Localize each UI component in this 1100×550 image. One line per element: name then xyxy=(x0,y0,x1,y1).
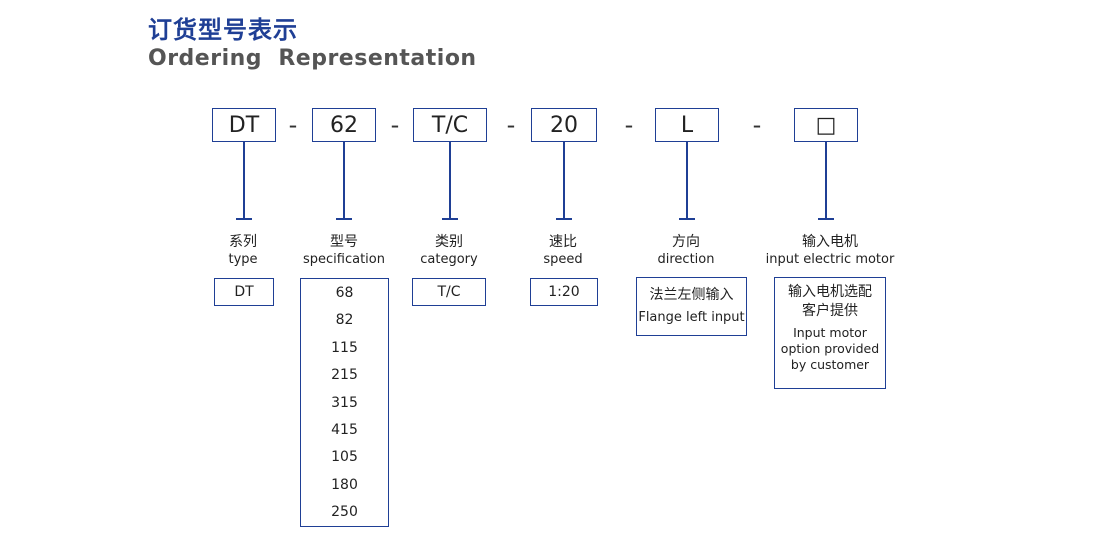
code-separator: - xyxy=(390,111,400,139)
field-label-en: input electric motor xyxy=(765,252,895,267)
code-box-category: T/C xyxy=(413,108,487,142)
field-label-cn: 型号 xyxy=(330,234,358,250)
code-separator: - xyxy=(624,111,634,139)
field-label-type: 系列 type xyxy=(203,233,283,269)
field-label-specification: 型号 specification xyxy=(284,233,404,269)
connector-line xyxy=(243,142,245,219)
motor-option-en: Input motor xyxy=(793,325,867,340)
connector-line xyxy=(343,142,345,219)
code-box-speed: 20 xyxy=(531,108,597,142)
page-title-cn: 订货型号表示 xyxy=(148,16,298,44)
list-item: 415 xyxy=(331,421,358,438)
connector-tick xyxy=(236,218,252,220)
direction-option-cn: 法兰左侧输入 xyxy=(649,287,734,303)
motor-option-cn: 输入电机选配 xyxy=(788,284,872,300)
direction-option-en: Flange left input xyxy=(638,310,745,325)
code-separator: - xyxy=(752,111,762,139)
field-label-cn: 速比 xyxy=(549,234,577,250)
connector-tick xyxy=(679,218,695,220)
field-label-en: speed xyxy=(543,252,583,267)
code-box-motor: □ xyxy=(794,108,858,142)
code-box-direction: L xyxy=(655,108,719,142)
option-box-motor: 输入电机选配 客户提供 Input motor option provided … xyxy=(774,277,886,389)
list-item: 180 xyxy=(331,476,358,493)
field-label-en: direction xyxy=(657,252,715,267)
motor-option-cn: 客户提供 xyxy=(802,303,858,319)
connector-line xyxy=(686,142,688,219)
page-title-en: Ordering Representation xyxy=(148,46,477,71)
connector-tick xyxy=(442,218,458,220)
option-list-specification: 68 82 115 215 315 415 105 180 250 xyxy=(300,278,389,527)
field-label-cn: 类别 xyxy=(435,234,463,250)
field-label-category: 类别 category xyxy=(399,233,499,269)
option-box-type: DT xyxy=(214,278,274,306)
option-box-category: T/C xyxy=(412,278,486,306)
field-label-direction: 方向 direction xyxy=(636,233,736,269)
field-label-speed: 速比 speed xyxy=(523,233,603,269)
list-item: 105 xyxy=(331,449,358,466)
field-label-en: category xyxy=(420,252,478,267)
connector-tick xyxy=(818,218,834,220)
connector-line xyxy=(563,142,565,219)
connector-tick xyxy=(556,218,572,220)
list-item: 315 xyxy=(331,394,358,411)
option-box-speed: 1:20 xyxy=(530,278,598,306)
list-item: 215 xyxy=(331,367,358,384)
option-box-direction: 法兰左侧输入 Flange left input xyxy=(636,277,747,336)
list-item: 68 xyxy=(335,285,354,301)
list-item: 250 xyxy=(331,504,358,521)
motor-option-en: by customer xyxy=(790,357,870,372)
code-box-type: DT xyxy=(212,108,276,142)
connector-line xyxy=(825,142,827,219)
field-label-motor: 输入电机 input electric motor xyxy=(755,233,905,269)
connector-line xyxy=(449,142,451,219)
code-separator: - xyxy=(506,111,516,139)
field-label-cn: 系列 xyxy=(229,234,257,250)
connector-tick xyxy=(336,218,352,220)
list-item: 115 xyxy=(331,339,358,356)
code-box-specification: 62 xyxy=(312,108,376,142)
field-label-en: type xyxy=(228,252,258,267)
code-separator: - xyxy=(288,111,298,139)
field-label-cn: 方向 xyxy=(672,234,700,250)
list-item: 82 xyxy=(335,312,354,329)
motor-option-en: option provided xyxy=(780,341,880,356)
field-label-cn: 输入电机 xyxy=(802,234,858,250)
field-label-en: specification xyxy=(303,252,385,267)
